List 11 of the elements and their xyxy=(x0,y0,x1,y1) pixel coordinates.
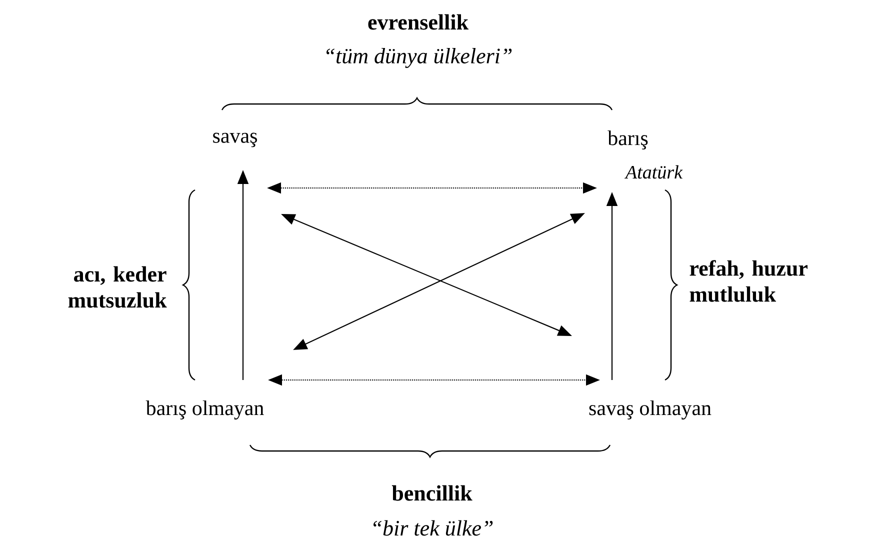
term-label: barış xyxy=(608,130,648,150)
text-label: refah, huzur mutluluk xyxy=(690,260,808,302)
text-label: acı, keder mutsuzluk xyxy=(68,266,167,308)
text-label: “bir tek ülke” xyxy=(374,520,493,536)
term-label: barış olmayan xyxy=(146,400,264,420)
beside-label: Atatürk xyxy=(624,165,683,179)
term-label: savaş xyxy=(213,132,257,148)
text-label: “tüm dünya ülkeleri” xyxy=(326,48,512,68)
text-label: evrensellik xyxy=(368,14,468,30)
text-label: bencillik xyxy=(392,485,472,501)
term-label: savaş olmayan xyxy=(589,400,712,420)
